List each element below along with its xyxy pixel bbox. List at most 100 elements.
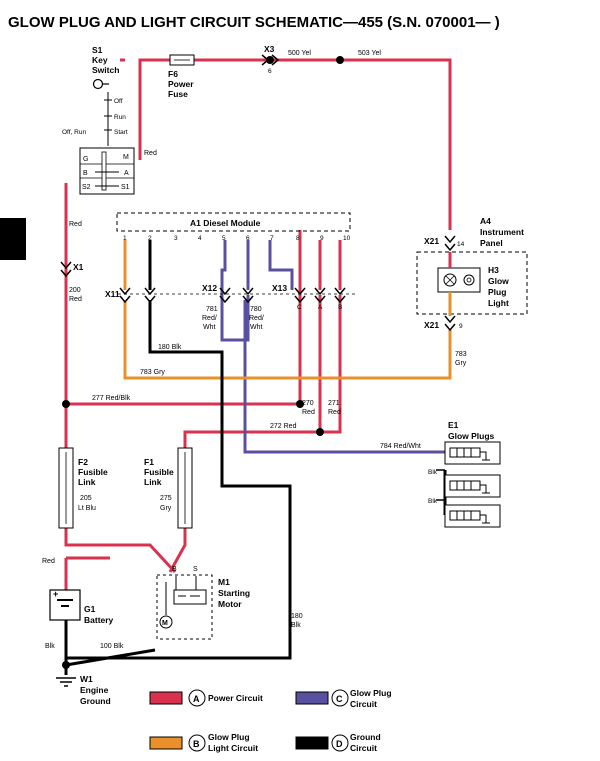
e1-blk-2: Blk <box>428 498 438 505</box>
legend-label-b1: Glow Plug <box>208 732 250 742</box>
x13-pin-c: C <box>297 304 302 311</box>
legend-label-d1: Ground <box>350 732 381 742</box>
a4-name1: Instrument <box>480 227 524 237</box>
a1-pin-5: 5 <box>222 235 226 242</box>
a1-pin-2: 2 <box>148 235 152 242</box>
wire-271-color: Red <box>328 409 341 416</box>
x11-id: X11 <box>105 289 120 299</box>
s1-name2: Switch <box>92 65 119 75</box>
f6-name1: Power <box>168 79 194 89</box>
wire-red3-label: Red <box>42 558 55 565</box>
x13-id: X13 <box>272 283 287 293</box>
f1-name1: Fusible <box>144 467 174 477</box>
w1-name2: Ground <box>80 696 111 706</box>
wire-red-label: Red <box>144 150 157 157</box>
legend-label-a: Power Circuit <box>208 693 263 703</box>
wire-200-color: Red <box>69 296 82 303</box>
m1-motor-icon: M <box>162 620 168 627</box>
s1-offrun: Off, Run <box>62 129 86 136</box>
h3-id: H3 <box>488 265 499 275</box>
m1-term-b: B <box>172 566 177 573</box>
legend-item-light: B Glow Plug Light Circuit <box>149 732 258 753</box>
e1-name: Glow Plugs <box>448 431 495 441</box>
page-title: GLOW PLUG AND LIGHT CIRCUIT SCHEMATIC—45… <box>8 14 500 31</box>
m1-name2: Motor <box>218 599 242 609</box>
a4-id: A4 <box>480 216 491 226</box>
a1-pin-3: 3 <box>174 235 178 242</box>
wire-200-label: 200 <box>69 287 81 294</box>
wire-270-color: Red <box>302 409 315 416</box>
m1-name1: Starting <box>218 588 250 598</box>
wire-780-color1: Red/ <box>249 315 264 322</box>
legend-label-d2: Circuit <box>350 743 377 753</box>
m1-term-s: S <box>193 566 198 573</box>
wire-783-label: 783 Gry <box>140 369 165 376</box>
diesel-module-a1: A1 Diesel Module 1 2 3 4 5 6 7 8 9 10 <box>116 212 351 242</box>
wire-red2-label: Red <box>69 221 82 228</box>
key-icon <box>92 78 109 90</box>
e1-blk-1: Blk <box>428 469 438 476</box>
a1-pin-7: 7 <box>270 235 274 242</box>
key-switch-s1: S1 Key Switch Off Run Start Off, Run G M… <box>62 45 135 195</box>
legend-letter-b: B <box>193 739 200 749</box>
a1-name: A1 Diesel Module <box>190 218 261 228</box>
s1-term-b: B <box>83 170 88 177</box>
g1-name: Battery <box>84 615 114 625</box>
legend-item-ground: D Ground Circuit <box>295 732 381 753</box>
s1-start: Start <box>114 129 128 136</box>
x1-id: X1 <box>73 262 84 272</box>
wire-272-label: 272 Red <box>270 423 297 430</box>
legend-letter-d: D <box>336 739 343 749</box>
h3-name3: Light <box>488 298 509 308</box>
f1-name2: Link <box>144 477 162 487</box>
s1-term-g: G <box>83 156 88 163</box>
connector-x1: X1 <box>60 261 84 278</box>
legend-letter-c: C <box>336 694 343 704</box>
legend: A Power Circuit C Glow Plug Circuit B Gl… <box>149 688 392 753</box>
battery-g1: + G1 Battery <box>49 589 114 625</box>
s1-term-s1: S1 <box>121 184 130 191</box>
wire-781-color1: Red/ <box>202 315 217 322</box>
wire-271-label: 271 <box>328 400 340 407</box>
f2-id: F2 <box>78 457 88 467</box>
wire-180-label: 180 Blk <box>158 344 182 351</box>
wire-277-label: 277 Red/Blk <box>92 395 131 402</box>
legend-label-b2: Light Circuit <box>208 743 258 753</box>
a1-pin-9: 9 <box>320 235 324 242</box>
wire-503-label: 503 Yel <box>358 50 381 57</box>
wire-180b-color: Blk <box>291 622 301 629</box>
junction-dots <box>62 56 344 669</box>
x21-bot-id: X21 <box>424 320 439 330</box>
x3-pin: 6 <box>268 68 272 75</box>
x12-id: X12 <box>202 283 217 293</box>
s1-term-a: A <box>124 170 129 177</box>
wire-blk-label: Blk <box>45 643 55 650</box>
wire-781-label: 781 <box>206 306 218 313</box>
wire-780-color2: Wht <box>250 324 263 331</box>
power-fuse-f6: F6 Power Fuse <box>168 54 195 99</box>
wire-784-label: 784 Red/Wht <box>380 443 421 450</box>
connector-row: X11 X12 X13 C A B <box>105 283 356 311</box>
instrument-panel-a4: A4 Instrument Panel X21 14 H3 Glow Plug … <box>416 216 528 332</box>
glow-plug-circuit-wires <box>220 240 445 454</box>
wire-500-label: 500 Yel <box>288 50 311 57</box>
f2-wire: 205 <box>80 495 92 502</box>
w1-name1: Engine <box>80 685 109 695</box>
f1-id: F1 <box>144 457 154 467</box>
f2-name2: Link <box>78 477 96 487</box>
wire-781-color2: Wht <box>203 324 216 331</box>
s1-id: S1 <box>92 45 103 55</box>
battery-tab-icon <box>0 218 26 260</box>
starting-motor-m1: B S M M1 Starting Motor <box>156 566 250 640</box>
x21-top-id: X21 <box>424 236 439 246</box>
f1-color: Gry <box>160 505 172 512</box>
s1-name1: Key <box>92 55 108 65</box>
w1-id: W1 <box>80 674 93 684</box>
x13-pin-a: A <box>318 304 323 311</box>
f2-name1: Fusible <box>78 467 108 477</box>
wire-270-label: 270 <box>302 400 314 407</box>
wire-783b-color: Gry <box>455 360 467 367</box>
h3-name1: Glow <box>488 276 509 286</box>
glow-plug-light-icon <box>437 267 481 293</box>
x21-bot-pin: 9 <box>459 323 463 330</box>
